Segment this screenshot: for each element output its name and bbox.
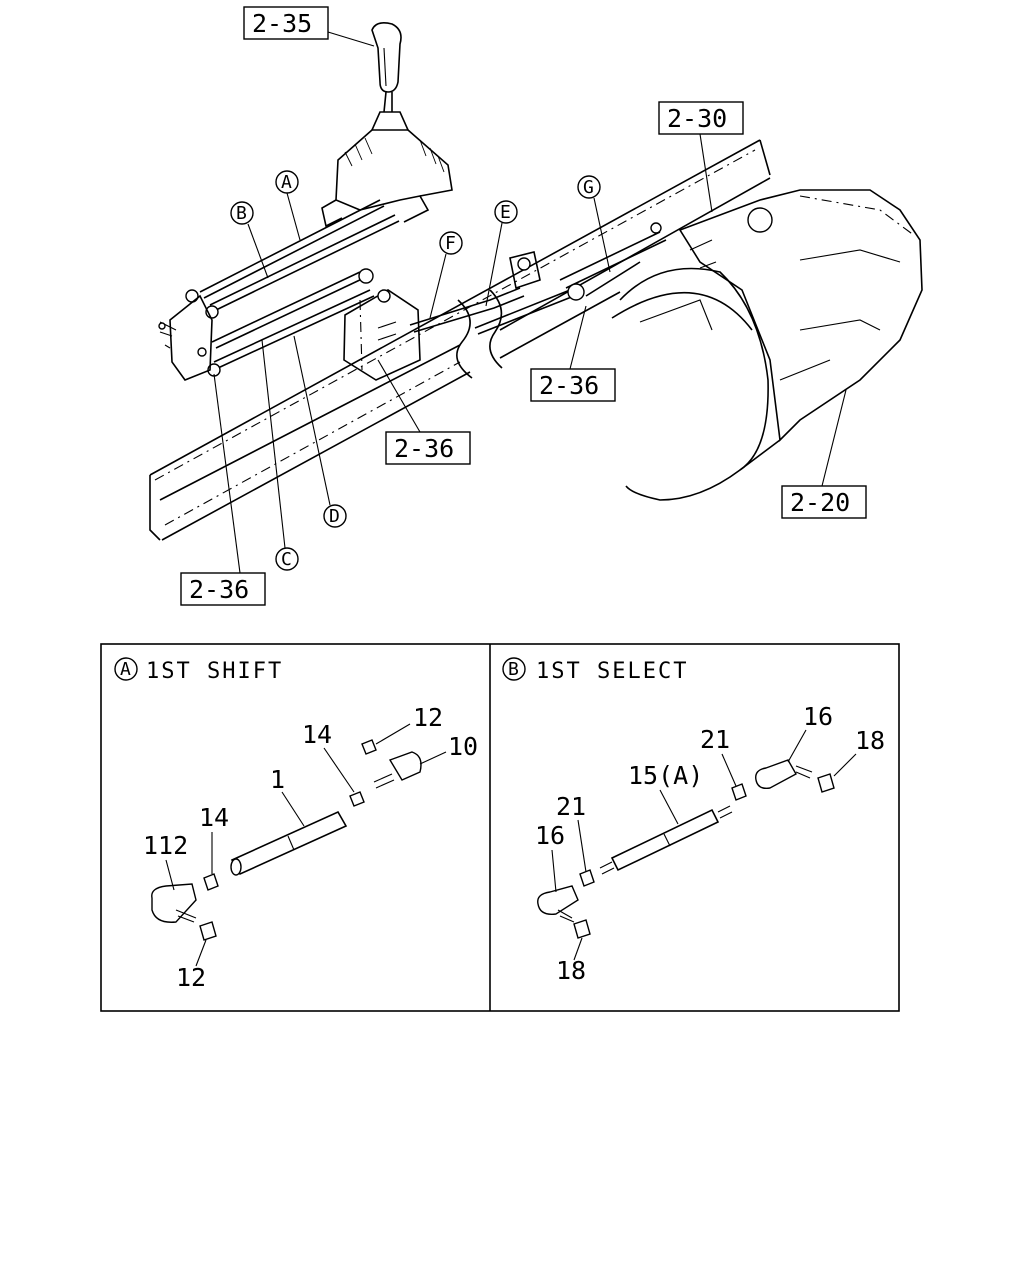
- part-18-bottom-label: 18: [556, 956, 586, 985]
- panel-b-part-labels: 16 18 21 15(A) 21 16 18: [535, 702, 885, 985]
- callout-c[interactable]: C: [261, 339, 299, 571]
- part-18-top-label: 18: [855, 726, 885, 755]
- clutch-housing: [611, 267, 781, 501]
- callout-c-label: C: [281, 549, 292, 570]
- panel-a-header: A 1ST SHIFT: [114, 657, 283, 684]
- panel-a-part-labels: 12 14 10 1 14 112 12: [143, 703, 478, 992]
- panel-b-title: 1ST SELECT: [536, 659, 688, 684]
- ref-2-20-label: 2-20: [790, 488, 850, 517]
- callout-g-label: G: [583, 177, 594, 198]
- ref-box-2-36-bottom[interactable]: 2-36: [180, 373, 266, 606]
- ref-2-36-middle-label: 2-36: [394, 434, 454, 463]
- nut-12-bottom: [199, 921, 217, 941]
- ref-2-36-center-label: 2-36: [539, 371, 599, 400]
- linkage-rods: [185, 199, 400, 377]
- part-14-left-label: 14: [199, 803, 229, 832]
- select-rod: [599, 805, 733, 875]
- callout-a-label: A: [281, 172, 292, 193]
- nut-21-right: [731, 783, 747, 801]
- nut-21-left: [579, 869, 595, 887]
- detail-panels: A 1ST SHIFT: [100, 643, 900, 1012]
- ref-2-30-label: 2-30: [667, 104, 727, 133]
- ref-2-35-label: 2-35: [252, 9, 312, 38]
- panel-b-header: B 1ST SELECT: [502, 657, 688, 684]
- shift-lever: [321, 22, 453, 228]
- panel-1st-shift: A 1ST SHIFT: [114, 657, 478, 992]
- ref-box-2-20[interactable]: 2-20: [781, 389, 867, 519]
- nut-12-top: [361, 739, 377, 755]
- panel-a-title: 1ST SHIFT: [146, 659, 283, 684]
- part-12-top-label: 12: [413, 703, 443, 732]
- callout-markers: A B E F G D C: [230, 170, 611, 571]
- callout-e-label: E: [500, 202, 511, 223]
- callout-f[interactable]: F: [429, 231, 463, 319]
- transmission-body: [678, 189, 923, 442]
- nut-18-top: [817, 773, 835, 793]
- part-12-bottom-label: 12: [176, 963, 206, 992]
- part-21-top-label: 21: [700, 725, 730, 754]
- part-14-top-label: 14: [302, 720, 332, 749]
- nut-14-right: [349, 791, 365, 807]
- callout-e[interactable]: E: [485, 200, 518, 307]
- page-references: 2-35 2-30 2-36 2-36 2-20 2-36: [180, 6, 867, 606]
- callout-a[interactable]: A: [275, 170, 301, 241]
- callout-f-label: F: [445, 233, 456, 254]
- shift-rod: [230, 810, 348, 876]
- assembly-drawing: [149, 22, 923, 541]
- rod-end-112: [151, 883, 197, 923]
- frame-rail: [149, 139, 771, 541]
- callout-b[interactable]: B: [230, 201, 269, 279]
- relay-bracket: [343, 289, 421, 381]
- ball-joint-10: [373, 751, 422, 789]
- callout-b-label: B: [236, 203, 247, 224]
- transmission-cables: [409, 222, 667, 335]
- ref-2-36-bottom-label: 2-36: [189, 575, 249, 604]
- part-10-label: 10: [448, 732, 478, 761]
- rod-end-16-top: [755, 759, 813, 790]
- part-16-left-label: 16: [535, 821, 565, 850]
- panel-1st-select: B 1ST SELECT: [502, 657, 885, 985]
- callout-d[interactable]: D: [293, 335, 347, 528]
- ref-box-2-36-center[interactable]: 2-36: [530, 305, 616, 402]
- rod-end-16-left: [537, 885, 579, 923]
- part-15a-label: 15(A): [628, 761, 703, 790]
- lever-bracket: [158, 294, 213, 381]
- panel-b-marker: B: [508, 659, 519, 680]
- nut-18-bottom: [573, 919, 591, 939]
- ref-box-2-36-middle[interactable]: 2-36: [377, 359, 471, 465]
- ref-box-2-30[interactable]: 2-30: [658, 101, 744, 213]
- callout-g[interactable]: G: [577, 175, 611, 273]
- ref-box-2-35[interactable]: 2-35: [243, 6, 375, 47]
- part-112-label: 112: [143, 831, 188, 860]
- callout-d-label: D: [329, 506, 340, 527]
- panel-a-marker: A: [120, 659, 131, 680]
- part-16-top-label: 16: [803, 702, 833, 731]
- nut-14-left: [203, 873, 219, 891]
- part-1-label: 1: [270, 765, 285, 794]
- part-21-left-label: 21: [556, 792, 586, 821]
